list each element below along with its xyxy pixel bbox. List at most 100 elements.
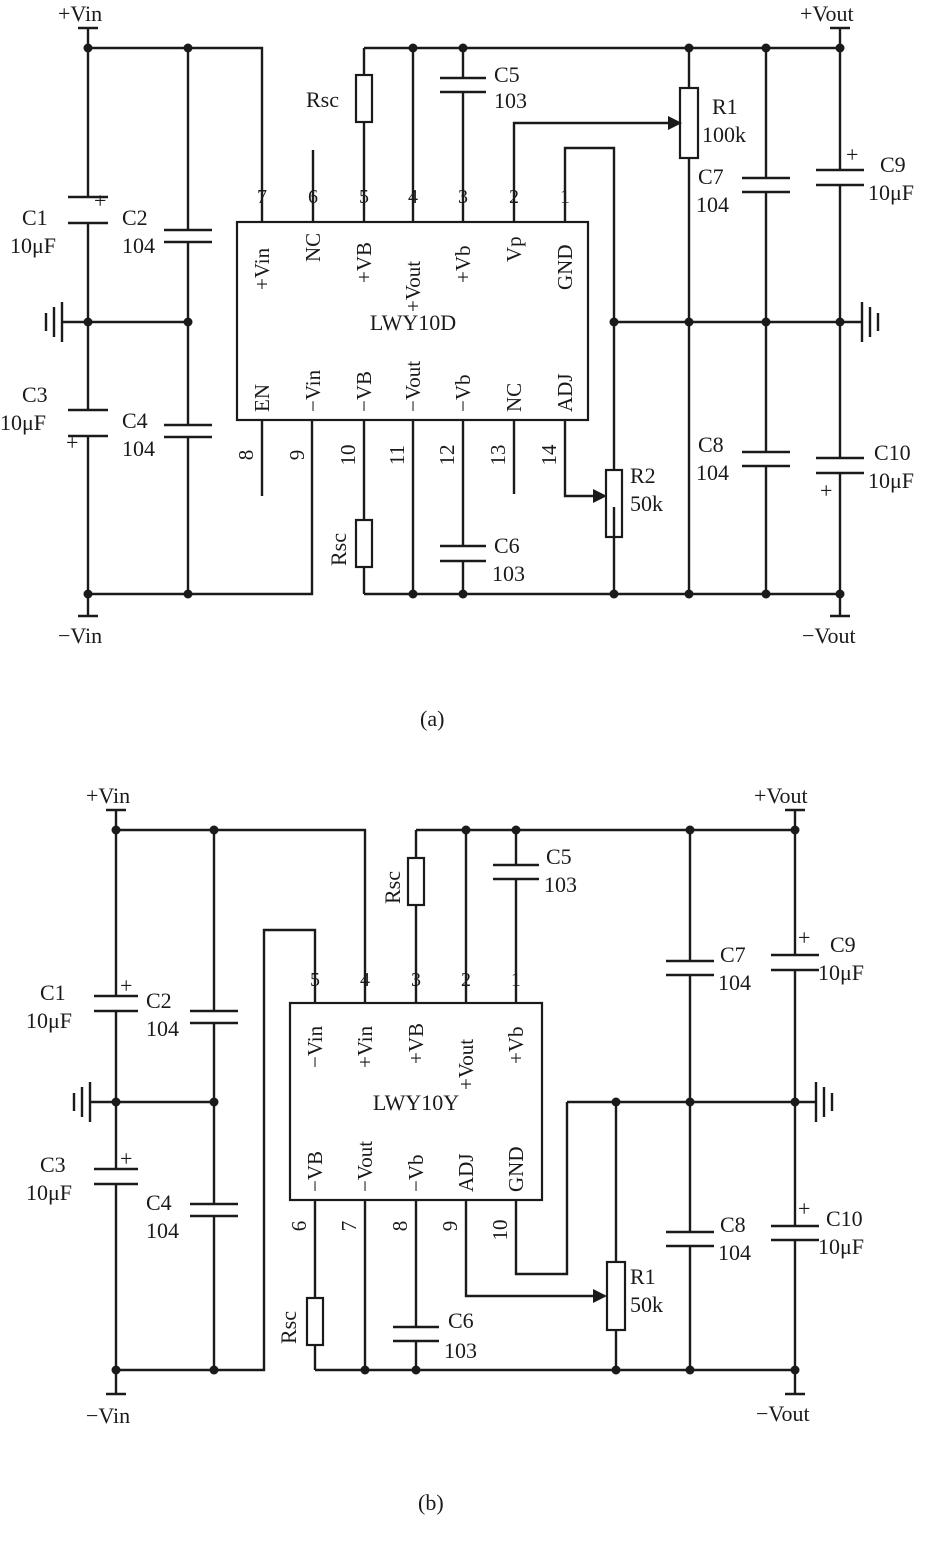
c1-plus-a: + xyxy=(94,188,106,213)
rail-vout-neg-b: −Vout xyxy=(756,1401,810,1426)
pin-a-4-name: +Vout xyxy=(401,261,425,312)
c10-name-a: C10 xyxy=(874,440,911,465)
pin-a-14-num: 14 xyxy=(537,444,561,466)
pin-b-1-num: 1 xyxy=(511,969,521,991)
c9-value-b: 10μF xyxy=(818,960,864,985)
pin-a-12-num: 12 xyxy=(435,445,459,466)
pin-b-3-num: 3 xyxy=(411,969,421,991)
pin-b-1-name: +Vb xyxy=(504,1026,528,1064)
pin-a-2-name: Vp xyxy=(502,236,526,262)
c8-name-a: C8 xyxy=(698,432,724,457)
r1-resistor-b xyxy=(605,1260,627,1332)
c9-name-b: C9 xyxy=(830,932,856,957)
c9-name-a: C9 xyxy=(880,152,906,177)
r1-name-b: R1 xyxy=(630,1264,656,1289)
c7-name-b: C7 xyxy=(720,942,746,967)
c3-name-a: C3 xyxy=(22,382,48,407)
rail-vin-neg-b: −Vin xyxy=(86,1403,130,1428)
c9-value-a: 10μF xyxy=(868,180,914,205)
pin-b-6-name: −VB xyxy=(303,1151,327,1192)
chip-a-label: LWY10D xyxy=(370,310,456,335)
pin-a-13-num: 13 xyxy=(486,445,510,466)
pin-a-6-num: 6 xyxy=(308,186,318,208)
pin-b-10-name: GND xyxy=(504,1147,528,1193)
pin-a-8-num: 8 xyxy=(234,450,258,461)
chip-b-label: LWY10Y xyxy=(373,1090,459,1115)
pin-b-8-name: −Vb xyxy=(404,1154,428,1192)
capacitor-plates-b xyxy=(94,863,819,1343)
pin-a-11-name: −Vout xyxy=(401,361,425,412)
junction-dots-a xyxy=(83,43,845,599)
ground-icon-b-right xyxy=(814,1082,834,1122)
chip-a-top-pins: 7 6 5 4 3 2 1 +Vin NC +VB +Vout +Vb Vp G… xyxy=(250,186,577,312)
c8-value-b: 104 xyxy=(718,1240,751,1265)
chip-b-top-pins: 5 4 3 2 1 −Vin +Vin +VB +Vout +Vb xyxy=(303,969,528,1090)
pin-b-9-name: ADJ xyxy=(454,1153,478,1192)
diagram-a: LWY10D 7 6 5 4 3 2 1 +Vin NC +VB +Vout +… xyxy=(0,1,914,731)
c3-plus-a: + xyxy=(66,430,78,455)
pin-a-9-num: 9 xyxy=(285,450,309,461)
c9-plus-b: + xyxy=(798,925,810,950)
c6-name-b: C6 xyxy=(448,1308,474,1333)
pin-b-6-num: 6 xyxy=(287,1221,311,1232)
c3-value-b: 10μF xyxy=(26,1180,72,1205)
pin-a-10-num: 10 xyxy=(336,445,360,466)
c9-plus-a: + xyxy=(846,142,858,167)
r2-resistor-a xyxy=(604,468,624,539)
chip-a-bottom-pins: EN −Vin −VB −Vout −Vb NC ADJ 8 9 10 11 1… xyxy=(234,361,577,466)
c7-value-b: 104 xyxy=(718,970,751,995)
c4-name-a: C4 xyxy=(122,408,148,433)
c6-name-a: C6 xyxy=(494,533,520,558)
r1-wiper-arrow-b xyxy=(593,1289,607,1303)
pin-b-3-name: +VB xyxy=(404,1023,428,1064)
chip-b-body xyxy=(288,1001,544,1202)
r1-resistor-a xyxy=(678,86,700,160)
c10-plus-a: + xyxy=(820,478,832,503)
r2-name-a: R2 xyxy=(630,463,656,488)
c5-name-a: C5 xyxy=(494,62,520,87)
pin-a-5-num: 5 xyxy=(359,186,369,208)
c2-value-a: 104 xyxy=(122,233,155,258)
c10-value-a: 10μF xyxy=(868,468,914,493)
c8-name-b: C8 xyxy=(720,1212,746,1237)
rsc-top-resistor-a xyxy=(354,73,374,124)
ground-icon-b-left xyxy=(72,1082,92,1122)
ground-icon-a-right xyxy=(860,302,880,342)
wires-a xyxy=(62,26,862,618)
c2-name-a: C2 xyxy=(122,205,148,230)
c5-value-b: 103 xyxy=(544,872,577,897)
r2-wiper-arrow xyxy=(593,489,607,503)
rail-vout-neg-a: −Vout xyxy=(802,623,856,648)
ground-icon-a-left xyxy=(44,302,64,342)
c6-value-b: 103 xyxy=(444,1338,477,1363)
pin-b-8-num: 8 xyxy=(388,1221,412,1232)
c4-name-b: C4 xyxy=(146,1190,172,1215)
c2-value-b: 104 xyxy=(146,1016,179,1041)
chip-a-body xyxy=(235,220,590,422)
pin-b-7-num: 7 xyxy=(337,1221,361,1232)
labels-a: +Vin −Vin +Vout −Vout C1 10μF + C2 104 C… xyxy=(0,1,914,731)
r1-value-a: 100k xyxy=(702,122,746,147)
pin-a-10-name: −VB xyxy=(352,371,376,412)
pin-b-10-num: 10 xyxy=(488,1220,512,1241)
pin-a-1-num: 1 xyxy=(560,186,570,208)
pin-a-14-name: ADJ xyxy=(553,373,577,412)
pin-a-2-num: 2 xyxy=(509,186,519,208)
rail-vout-pos-a: +Vout xyxy=(800,1,854,26)
pin-a-3-name: +Vb xyxy=(451,245,475,283)
c7-name-a: C7 xyxy=(698,164,724,189)
c1-plus-b: + xyxy=(120,973,132,998)
diagram-b: LWY10Y 5 4 3 2 1 −Vin +Vin +VB +Vout +Vb… xyxy=(26,783,864,1515)
rsc-top-label-a: Rsc xyxy=(306,87,339,112)
c3-value-a: 10μF xyxy=(0,410,46,435)
pin-b-5-name: −Vin xyxy=(303,1025,327,1068)
rail-vin-neg-a: −Vin xyxy=(58,623,102,648)
pin-b-7-name: −Vout xyxy=(353,1141,377,1192)
chip-b-bottom-pins: −VB −Vout −Vb ADJ GND 6 7 8 9 10 xyxy=(287,1141,528,1241)
c3-plus-b: + xyxy=(120,1146,132,1171)
rail-vin-pos-a: +Vin xyxy=(58,1,102,26)
r1-wiper-arrow xyxy=(668,116,682,130)
pin-a-7-num: 7 xyxy=(257,186,267,208)
pin-b-4-num: 4 xyxy=(360,969,370,991)
c10-plus-b: + xyxy=(798,1196,810,1221)
